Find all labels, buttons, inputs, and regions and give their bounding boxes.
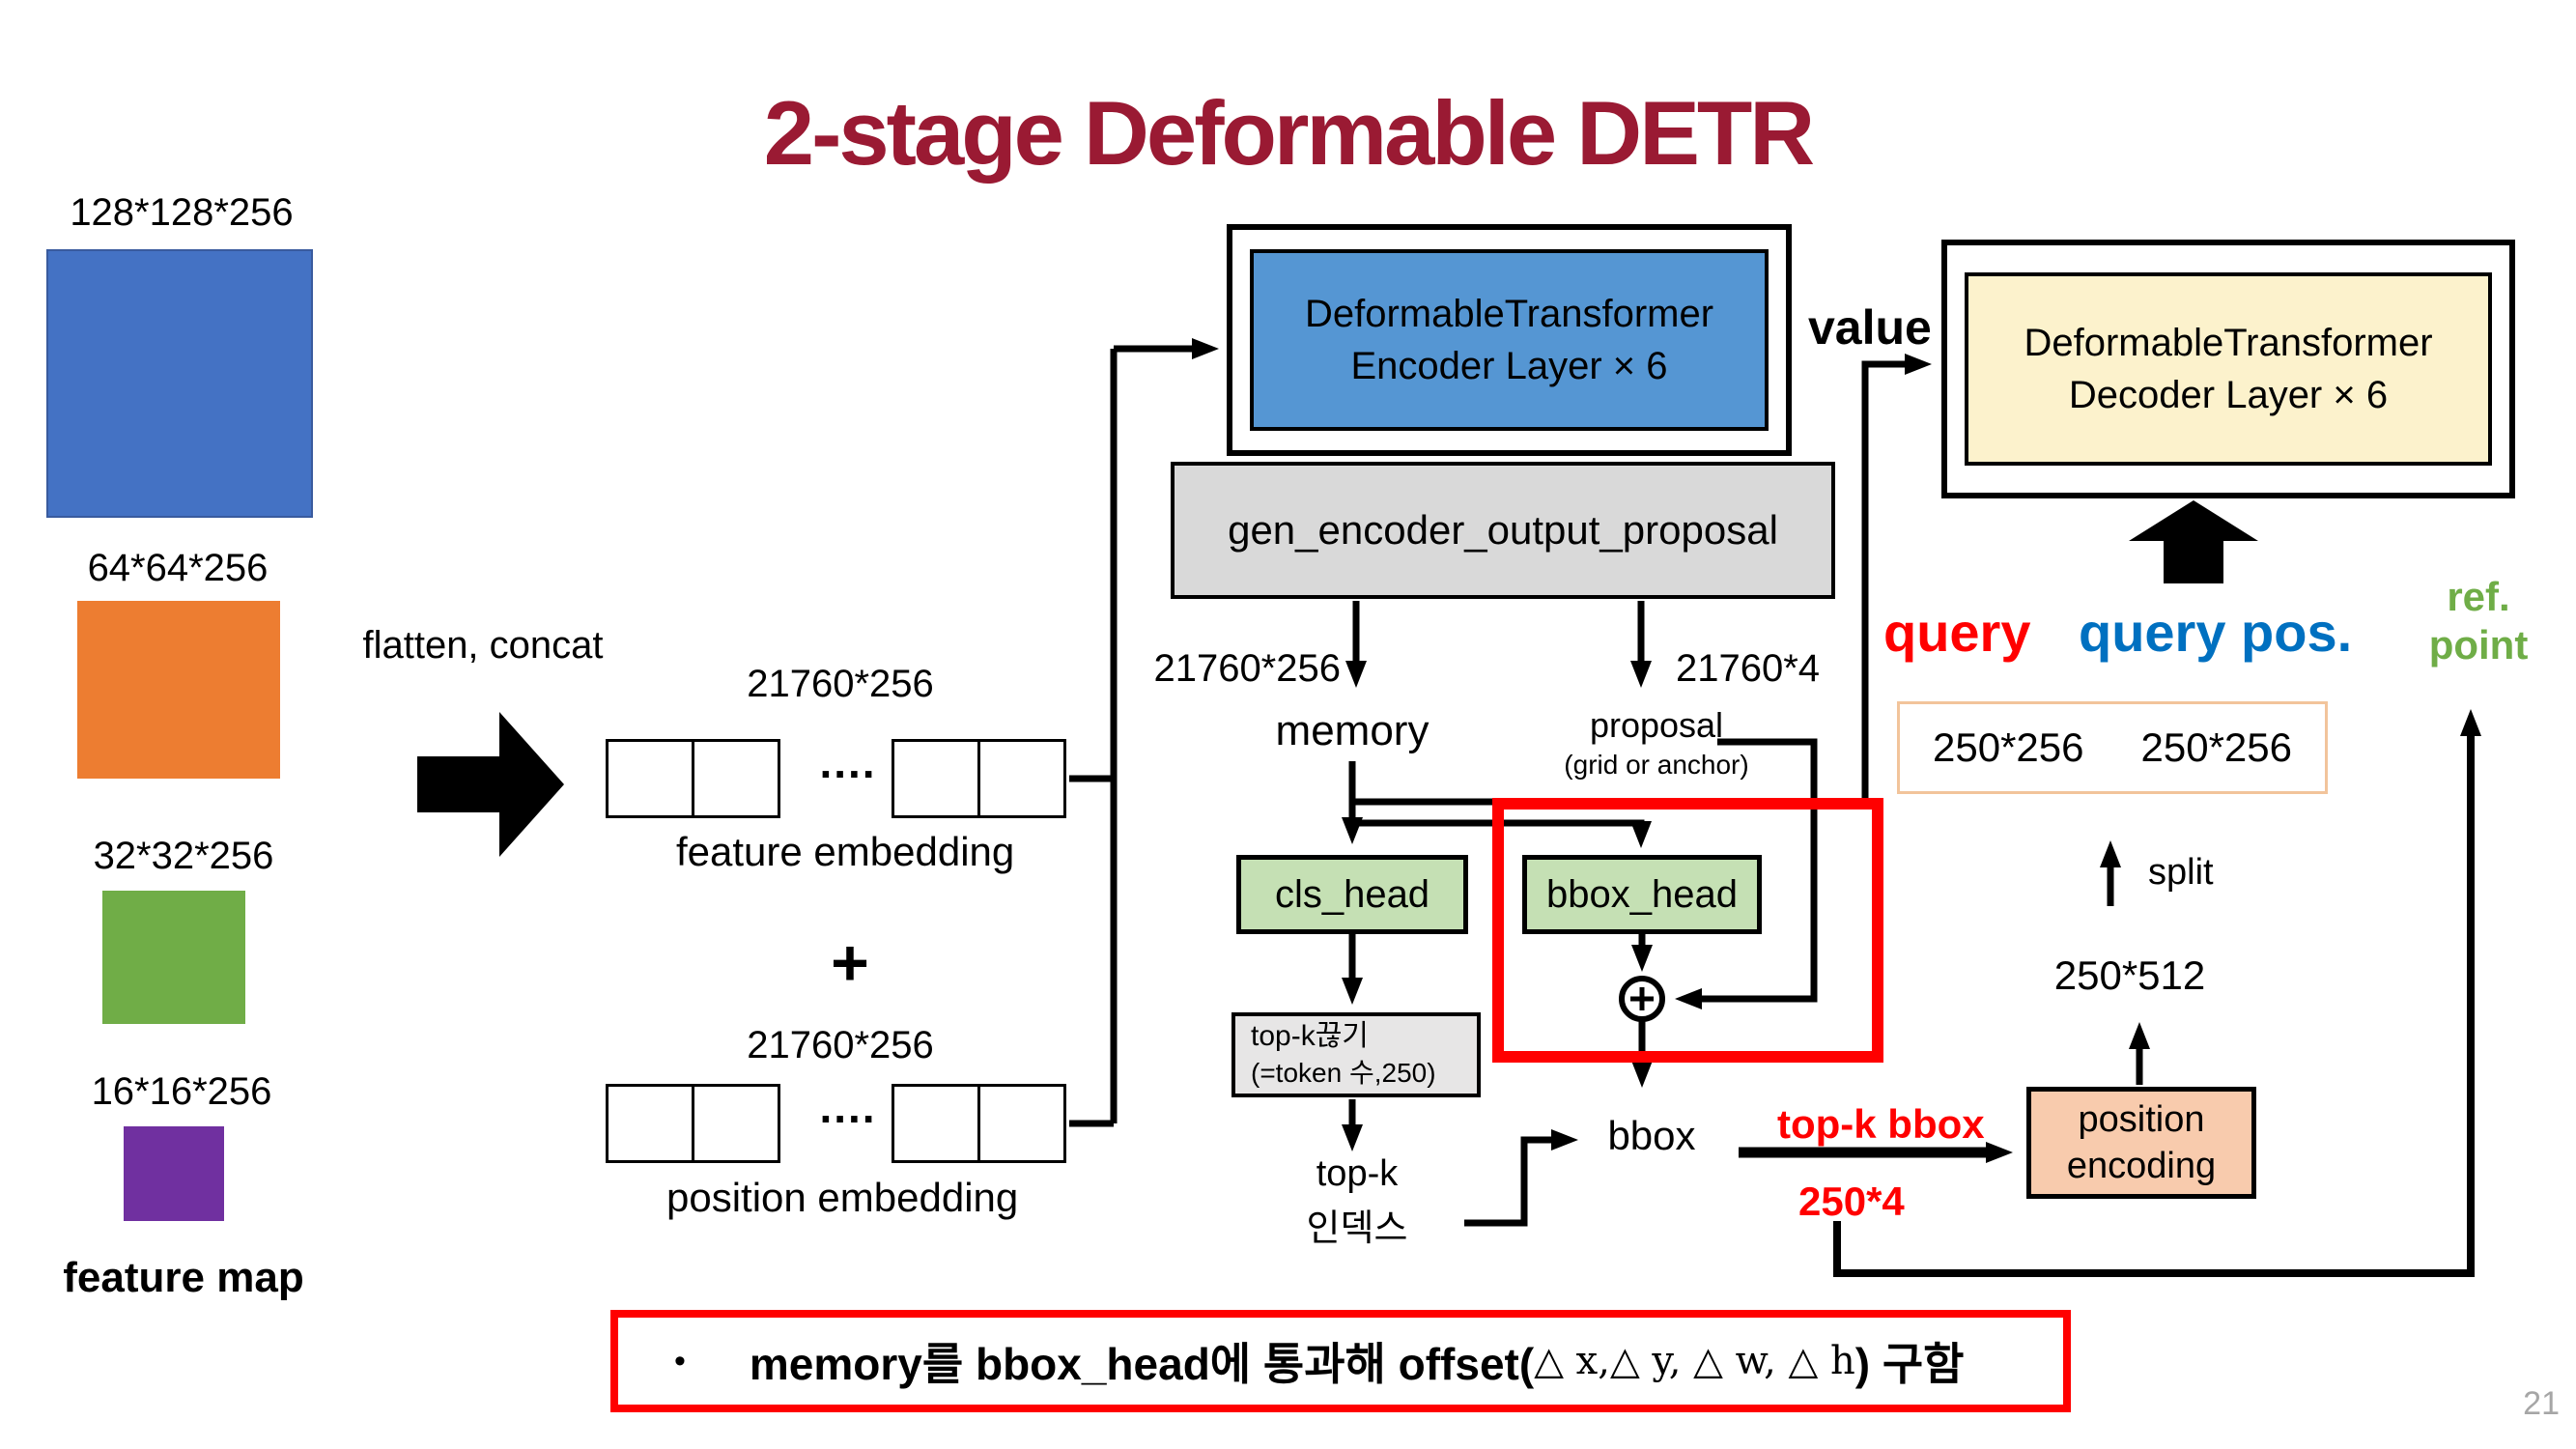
decoder-line1: DeformableTransformer bbox=[2024, 322, 2433, 364]
feature-map-label-16: 16*16*256 bbox=[91, 1070, 272, 1113]
note-bullet: • bbox=[674, 1342, 686, 1379]
note-math: △ x,△ y, △ w, △ h bbox=[1534, 1339, 1855, 1383]
cls-head-label: cls_head bbox=[1274, 872, 1430, 916]
position-token-cell bbox=[977, 1084, 1066, 1163]
gen-encoder-output-proposal-box: gen_encoder_output_proposal bbox=[1171, 462, 1835, 599]
feature-token-cell bbox=[606, 739, 694, 818]
proposal-label: proposal bbox=[1589, 705, 1724, 745]
feature-map-label-32: 32*32*256 bbox=[93, 835, 274, 877]
topk-cut-line1: top-k끊기 bbox=[1251, 1020, 1369, 1052]
memory-dim: 21760*256 bbox=[1153, 647, 1341, 690]
feature-map-label-64: 64*64*256 bbox=[87, 547, 269, 589]
feature-embedding-dim: 21760*256 bbox=[747, 663, 934, 705]
feature-map-16 bbox=[124, 1126, 224, 1221]
bbox-label: bbox bbox=[1607, 1113, 1696, 1158]
feature-ellipsis: .... bbox=[819, 737, 877, 787]
split-result-right: 250*256 bbox=[2140, 724, 2293, 770]
position-encoding-box: position encoding bbox=[2026, 1087, 2256, 1199]
position-token-cell bbox=[692, 1084, 780, 1163]
encoder-line2: Encoder Layer × 6 bbox=[1350, 345, 1668, 387]
split-result-left: 250*256 bbox=[1933, 724, 2084, 770]
position-embedding-dim: 21760*256 bbox=[747, 1024, 934, 1066]
feature-token-cell bbox=[977, 739, 1066, 818]
query-label: query bbox=[1883, 602, 2031, 663]
feature-embedding-label: feature embedding bbox=[676, 829, 1015, 874]
encoder-line1: DeformableTransformer bbox=[1304, 293, 1714, 335]
topk-index-line2: 인덱스 bbox=[1306, 1208, 1408, 1249]
feature-map-caption: feature map bbox=[63, 1254, 304, 1301]
red-highlight-box bbox=[1492, 798, 1883, 1063]
ref-point-line2: point bbox=[2428, 622, 2529, 668]
feature-map-64 bbox=[77, 601, 280, 779]
query-pos-label: query pos. bbox=[2079, 602, 2353, 663]
proposal-dim: 21760*4 bbox=[1676, 647, 1821, 690]
bbox-head-box: bbox_head bbox=[1522, 855, 1762, 934]
encoder-box: DeformableTransformer Encoder Layer × 6 bbox=[1250, 249, 1769, 431]
feature-token-cell bbox=[692, 739, 780, 818]
ref-point-line1: ref. bbox=[2447, 574, 2510, 619]
value-label: value bbox=[1808, 300, 1932, 355]
position-encoding-line2: encoding bbox=[2066, 1146, 2217, 1186]
feature-map-128 bbox=[46, 249, 313, 518]
topk-index-line1: top-k bbox=[1316, 1153, 1399, 1194]
page-number: 21 bbox=[2523, 1385, 2560, 1422]
note-text-2: ) 구함 bbox=[1854, 1339, 1965, 1389]
memory-label: memory bbox=[1275, 707, 1430, 754]
dim-250x512-label: 250*512 bbox=[2053, 952, 2206, 998]
note-box: • memory를 bbox_head에 통과해 offset( △ x,△ y… bbox=[610, 1310, 2071, 1412]
position-token-cell bbox=[892, 1084, 980, 1163]
position-embedding-label: position embedding bbox=[666, 1175, 1019, 1220]
note-text-1: memory를 bbox_head에 통과해 offset( bbox=[749, 1339, 1535, 1389]
flatten-block-arrow bbox=[417, 712, 564, 857]
decoder-input-block-arrow bbox=[2129, 500, 2258, 583]
topk-bbox-label: top-k bbox bbox=[1777, 1101, 1985, 1147]
proposal-sublabel: (grid or anchor) bbox=[1564, 750, 1749, 780]
topk-cut-box: top-k끊기 (=token 수,250) bbox=[1231, 1012, 1481, 1097]
decoder-line2: Decoder Layer × 6 bbox=[2068, 374, 2389, 416]
decoder-box: DeformableTransformer Decoder Layer × 6 bbox=[1965, 272, 2492, 466]
plus-sign: + bbox=[831, 926, 869, 1000]
position-ellipsis: .... bbox=[819, 1082, 877, 1132]
topk-cut-line2: (=token 수,250) bbox=[1251, 1058, 1436, 1088]
feature-map-32 bbox=[102, 891, 245, 1024]
cls-head-box: cls_head bbox=[1236, 855, 1468, 934]
feature-map-label-128: 128*128*256 bbox=[70, 191, 294, 234]
slide-title: 2-stage Deformable DETR bbox=[763, 82, 1815, 184]
split-label: split bbox=[2148, 852, 2214, 893]
position-encoding-line1: position bbox=[2078, 1099, 2205, 1140]
split-result-box: 250*256 250*256 bbox=[1897, 701, 2328, 794]
dim-250x4-label: 250*4 bbox=[1798, 1179, 1905, 1224]
flatten-concat-label: flatten, concat bbox=[362, 624, 604, 667]
gen-proposal-label: gen_encoder_output_proposal bbox=[1228, 507, 1778, 553]
bbox-head-label: bbox_head bbox=[1546, 872, 1738, 916]
